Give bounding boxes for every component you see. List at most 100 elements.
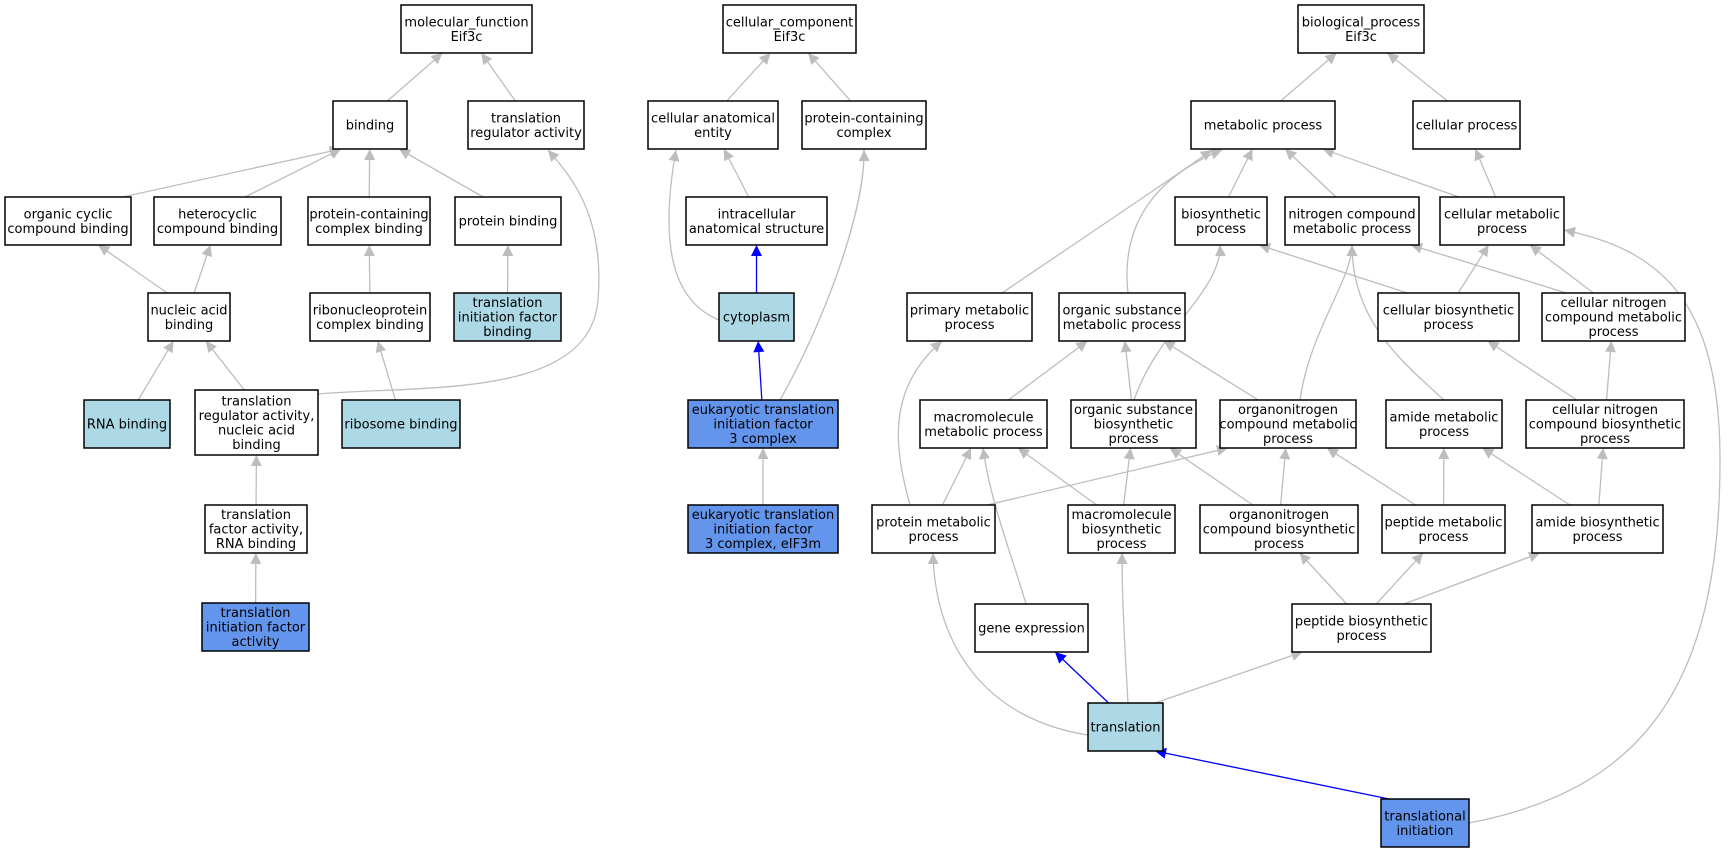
node-ribonucleo-box bbox=[309, 292, 431, 342]
edge-cell-metabolic-to-cellular-process-arrowhead bbox=[1474, 149, 1485, 162]
node-peptide-bio-box bbox=[1291, 603, 1432, 653]
node-biosynthetic-box bbox=[1174, 196, 1268, 246]
edge-ribosome-binding-to-ribonucleo-line bbox=[379, 350, 397, 401]
node-nitrogen-cmp-label-line: metabolic process bbox=[1293, 222, 1412, 237]
node-cellular-process-label-line: cellular process bbox=[1416, 119, 1518, 134]
node-binding-box bbox=[332, 100, 408, 150]
node-tif-binding-box bbox=[453, 292, 562, 342]
edge-translation-to-macro-bio-arrowhead bbox=[1116, 553, 1128, 564]
node-cc-root-label-line: cellular_component bbox=[726, 15, 854, 30]
node-tra-nab-label-line: binding bbox=[232, 438, 280, 453]
node-binding[interactable]: binding bbox=[332, 100, 408, 150]
node-cae-label-line: cellular anatomical bbox=[651, 111, 775, 126]
edge-peptide-met-to-amide-met bbox=[1438, 448, 1450, 506]
node-cell-biosynth-label-line: process bbox=[1424, 318, 1474, 333]
node-macro-bio-box bbox=[1067, 504, 1176, 554]
node-tif-activity-label-line: translation bbox=[221, 606, 291, 621]
node-tfa-rna-label-line: RNA binding bbox=[216, 537, 296, 552]
node-gene-expr[interactable]: gene expression bbox=[974, 603, 1089, 653]
edge-macro-met-to-org-sub-met-arrowhead bbox=[1075, 341, 1088, 352]
edge-translation-to-protein-met bbox=[927, 552, 1089, 736]
node-bp-root-label-line: biological_process bbox=[1302, 15, 1421, 30]
node-rna-binding[interactable]: RNA binding bbox=[83, 399, 171, 449]
edge-translation-to-protein-met-line bbox=[932, 552, 1089, 736]
node-cell-nitro-bio-label-line: process bbox=[1580, 432, 1630, 447]
node-cell-metabolic-box bbox=[1439, 196, 1565, 246]
node-ribonucleo-label-line: complex binding bbox=[316, 318, 424, 333]
edge-amide-bio-to-amide-met-line bbox=[1490, 452, 1571, 506]
node-cellular-process[interactable]: cellular process bbox=[1412, 100, 1521, 150]
edge-primary-metabolic-to-metabolic-line bbox=[1001, 149, 1213, 294]
edge-cell-nitro-met-to-cell-metabolic-line bbox=[1537, 250, 1594, 294]
edge-cell-nitro-bio-to-cell-biosynth bbox=[1487, 341, 1578, 401]
node-ribosome-binding[interactable]: ribosome binding bbox=[341, 399, 461, 449]
edge-cell-biosynth-to-biosynthetic-arrowhead bbox=[1259, 243, 1272, 254]
edge-ias-to-cae-arrowhead bbox=[723, 149, 734, 162]
node-protein-binding[interactable]: protein binding bbox=[454, 196, 562, 246]
edges-layer bbox=[98, 53, 1721, 824]
edge-organonitro-bio-to-org-sub-bio-line bbox=[1177, 453, 1254, 506]
edge-heterocyclic-to-binding-line bbox=[244, 152, 333, 198]
edge-organonitro-met-to-nitrogen-cmp-line bbox=[1299, 244, 1353, 401]
node-amide-bio-label-line: process bbox=[1573, 530, 1623, 545]
node-cytoplasm[interactable]: cytoplasm bbox=[718, 292, 795, 342]
edge-translation-to-macro-bio bbox=[1116, 552, 1129, 704]
edge-organonitro-met-to-org-sub-met-line bbox=[1171, 345, 1259, 401]
node-tif-activity-label-line: activity bbox=[232, 635, 280, 650]
edge-peptide-bio-to-peptide-met-line bbox=[1375, 559, 1417, 605]
edge-macro-bio-to-macro-met-arrowhead bbox=[1018, 448, 1031, 459]
node-amide-met-label-line: process bbox=[1419, 425, 1469, 440]
edge-prot-cont-cb-to-binding bbox=[364, 149, 376, 198]
node-organonitro-bio-label-line: compound biosynthetic bbox=[1203, 523, 1356, 538]
node-metabolic[interactable]: metabolic process bbox=[1190, 100, 1336, 150]
edge-prot-cont-cb-to-binding-arrowhead bbox=[364, 149, 376, 161]
node-organonitro-bio-label-line: organonitrogen bbox=[1229, 508, 1329, 523]
node-translation[interactable]: translation bbox=[1087, 702, 1164, 752]
edge-amide-bio-to-cell-nitro-bio-arrowhead bbox=[1596, 448, 1608, 460]
node-cell-nitro-met-label-line: process bbox=[1589, 325, 1639, 340]
edge-biosynthetic-to-metabolic bbox=[1227, 149, 1253, 198]
edge-tra-nab-to-nucleic-acid-arrowhead bbox=[205, 341, 217, 354]
edge-gene-expr-to-macro-met-arrowhead bbox=[979, 448, 990, 460]
node-cc-root-label-line: Eif3c bbox=[774, 30, 806, 45]
edge-protein-met-to-organonitro-met-line bbox=[986, 449, 1219, 506]
